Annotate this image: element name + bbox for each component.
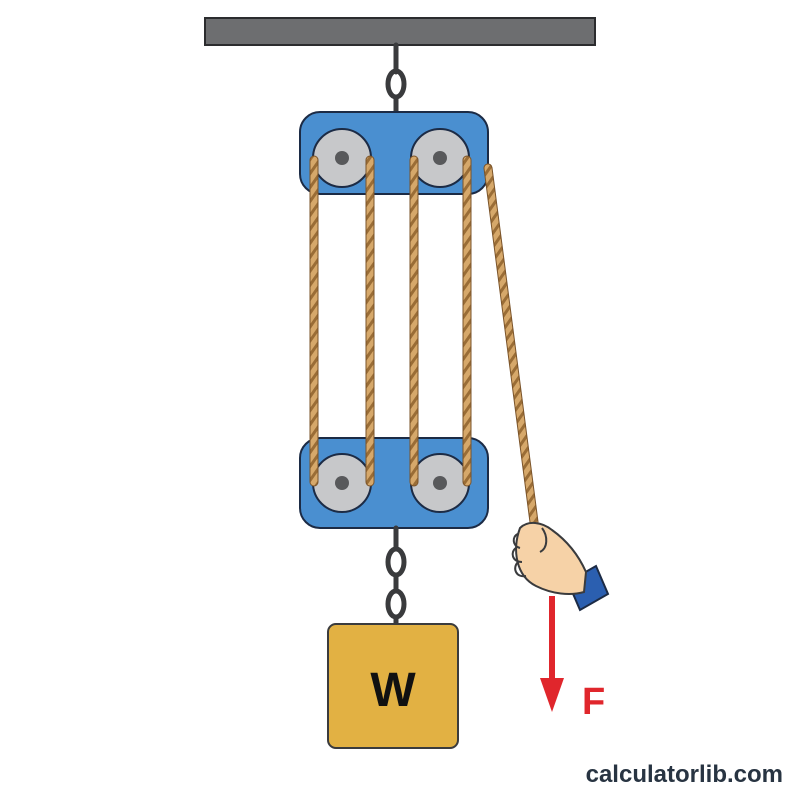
top-right-sheave bbox=[410, 128, 470, 188]
bottom-pulley-block bbox=[299, 437, 489, 529]
bottom-chain bbox=[385, 525, 407, 629]
rope-strands bbox=[309, 155, 539, 527]
ceiling-beam bbox=[204, 17, 596, 46]
weight-label: W bbox=[370, 664, 416, 717]
top-chain bbox=[385, 42, 407, 121]
pulling-hand-icon bbox=[511, 522, 610, 612]
weight-load: W bbox=[327, 623, 459, 749]
force-label: F bbox=[582, 681, 605, 723]
bottom-left-sheave bbox=[312, 453, 372, 513]
watermark-text: calculatorlib.com bbox=[586, 761, 783, 788]
bottom-right-sheave bbox=[410, 453, 470, 513]
top-pulley-block bbox=[299, 111, 489, 195]
force-arrow bbox=[540, 596, 564, 712]
top-left-sheave bbox=[312, 128, 372, 188]
